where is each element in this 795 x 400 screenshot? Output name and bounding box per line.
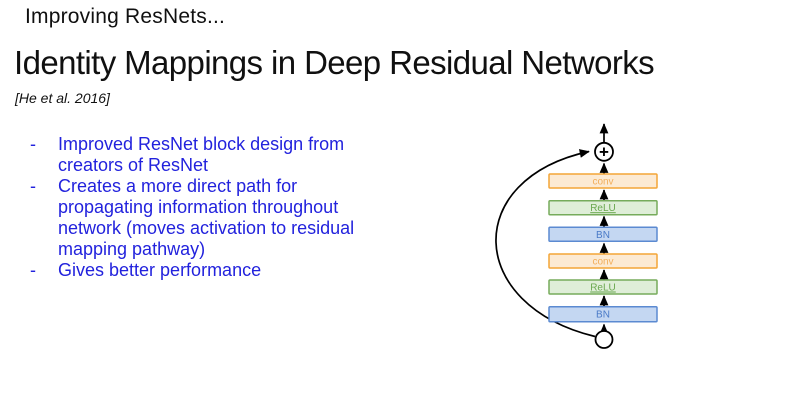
citation: [He et al. 2016] <box>15 90 110 106</box>
block-label: conv <box>592 177 613 188</box>
block-bn: BN <box>548 226 658 243</box>
page-title: Identity Mappings in Deep Residual Netwo… <box>14 44 655 81</box>
bullet-dash: - <box>30 260 36 280</box>
bullet-item: - Gives better performance <box>30 260 382 281</box>
block-label: ReLU <box>590 283 616 294</box>
add-node: + <box>594 141 614 162</box>
block-bn: BN <box>548 305 658 323</box>
slide-header: Improving ResNets... <box>25 5 226 28</box>
block-label: ReLU <box>590 203 616 214</box>
plus-icon: + <box>599 142 609 161</box>
bullet-item: - Creates a more direct path for propaga… <box>30 176 382 260</box>
input-node <box>594 330 614 349</box>
block-label: BN <box>596 310 610 321</box>
bullet-text: Gives better performance <box>58 260 262 280</box>
bullet-item: - Improved ResNet block design from crea… <box>30 134 382 176</box>
block-relu: ReLU <box>548 279 658 295</box>
bullet-text: Improved ResNet block design from creato… <box>58 134 345 175</box>
bullet-dash: - <box>30 176 36 196</box>
block-label: conv <box>592 257 613 268</box>
bullet-dash: - <box>30 134 36 154</box>
block-label: BN <box>596 230 610 241</box>
block-relu: ReLU <box>548 199 658 216</box>
resnet-block-diagram: + conv ReLU BN conv ReLU BN <box>495 123 658 349</box>
block-conv: conv <box>548 253 658 269</box>
bullet-text: Creates a more direct path for propagati… <box>58 176 355 259</box>
bullet-list: - Improved ResNet block design from crea… <box>30 134 382 281</box>
block-conv: conv <box>548 173 658 189</box>
